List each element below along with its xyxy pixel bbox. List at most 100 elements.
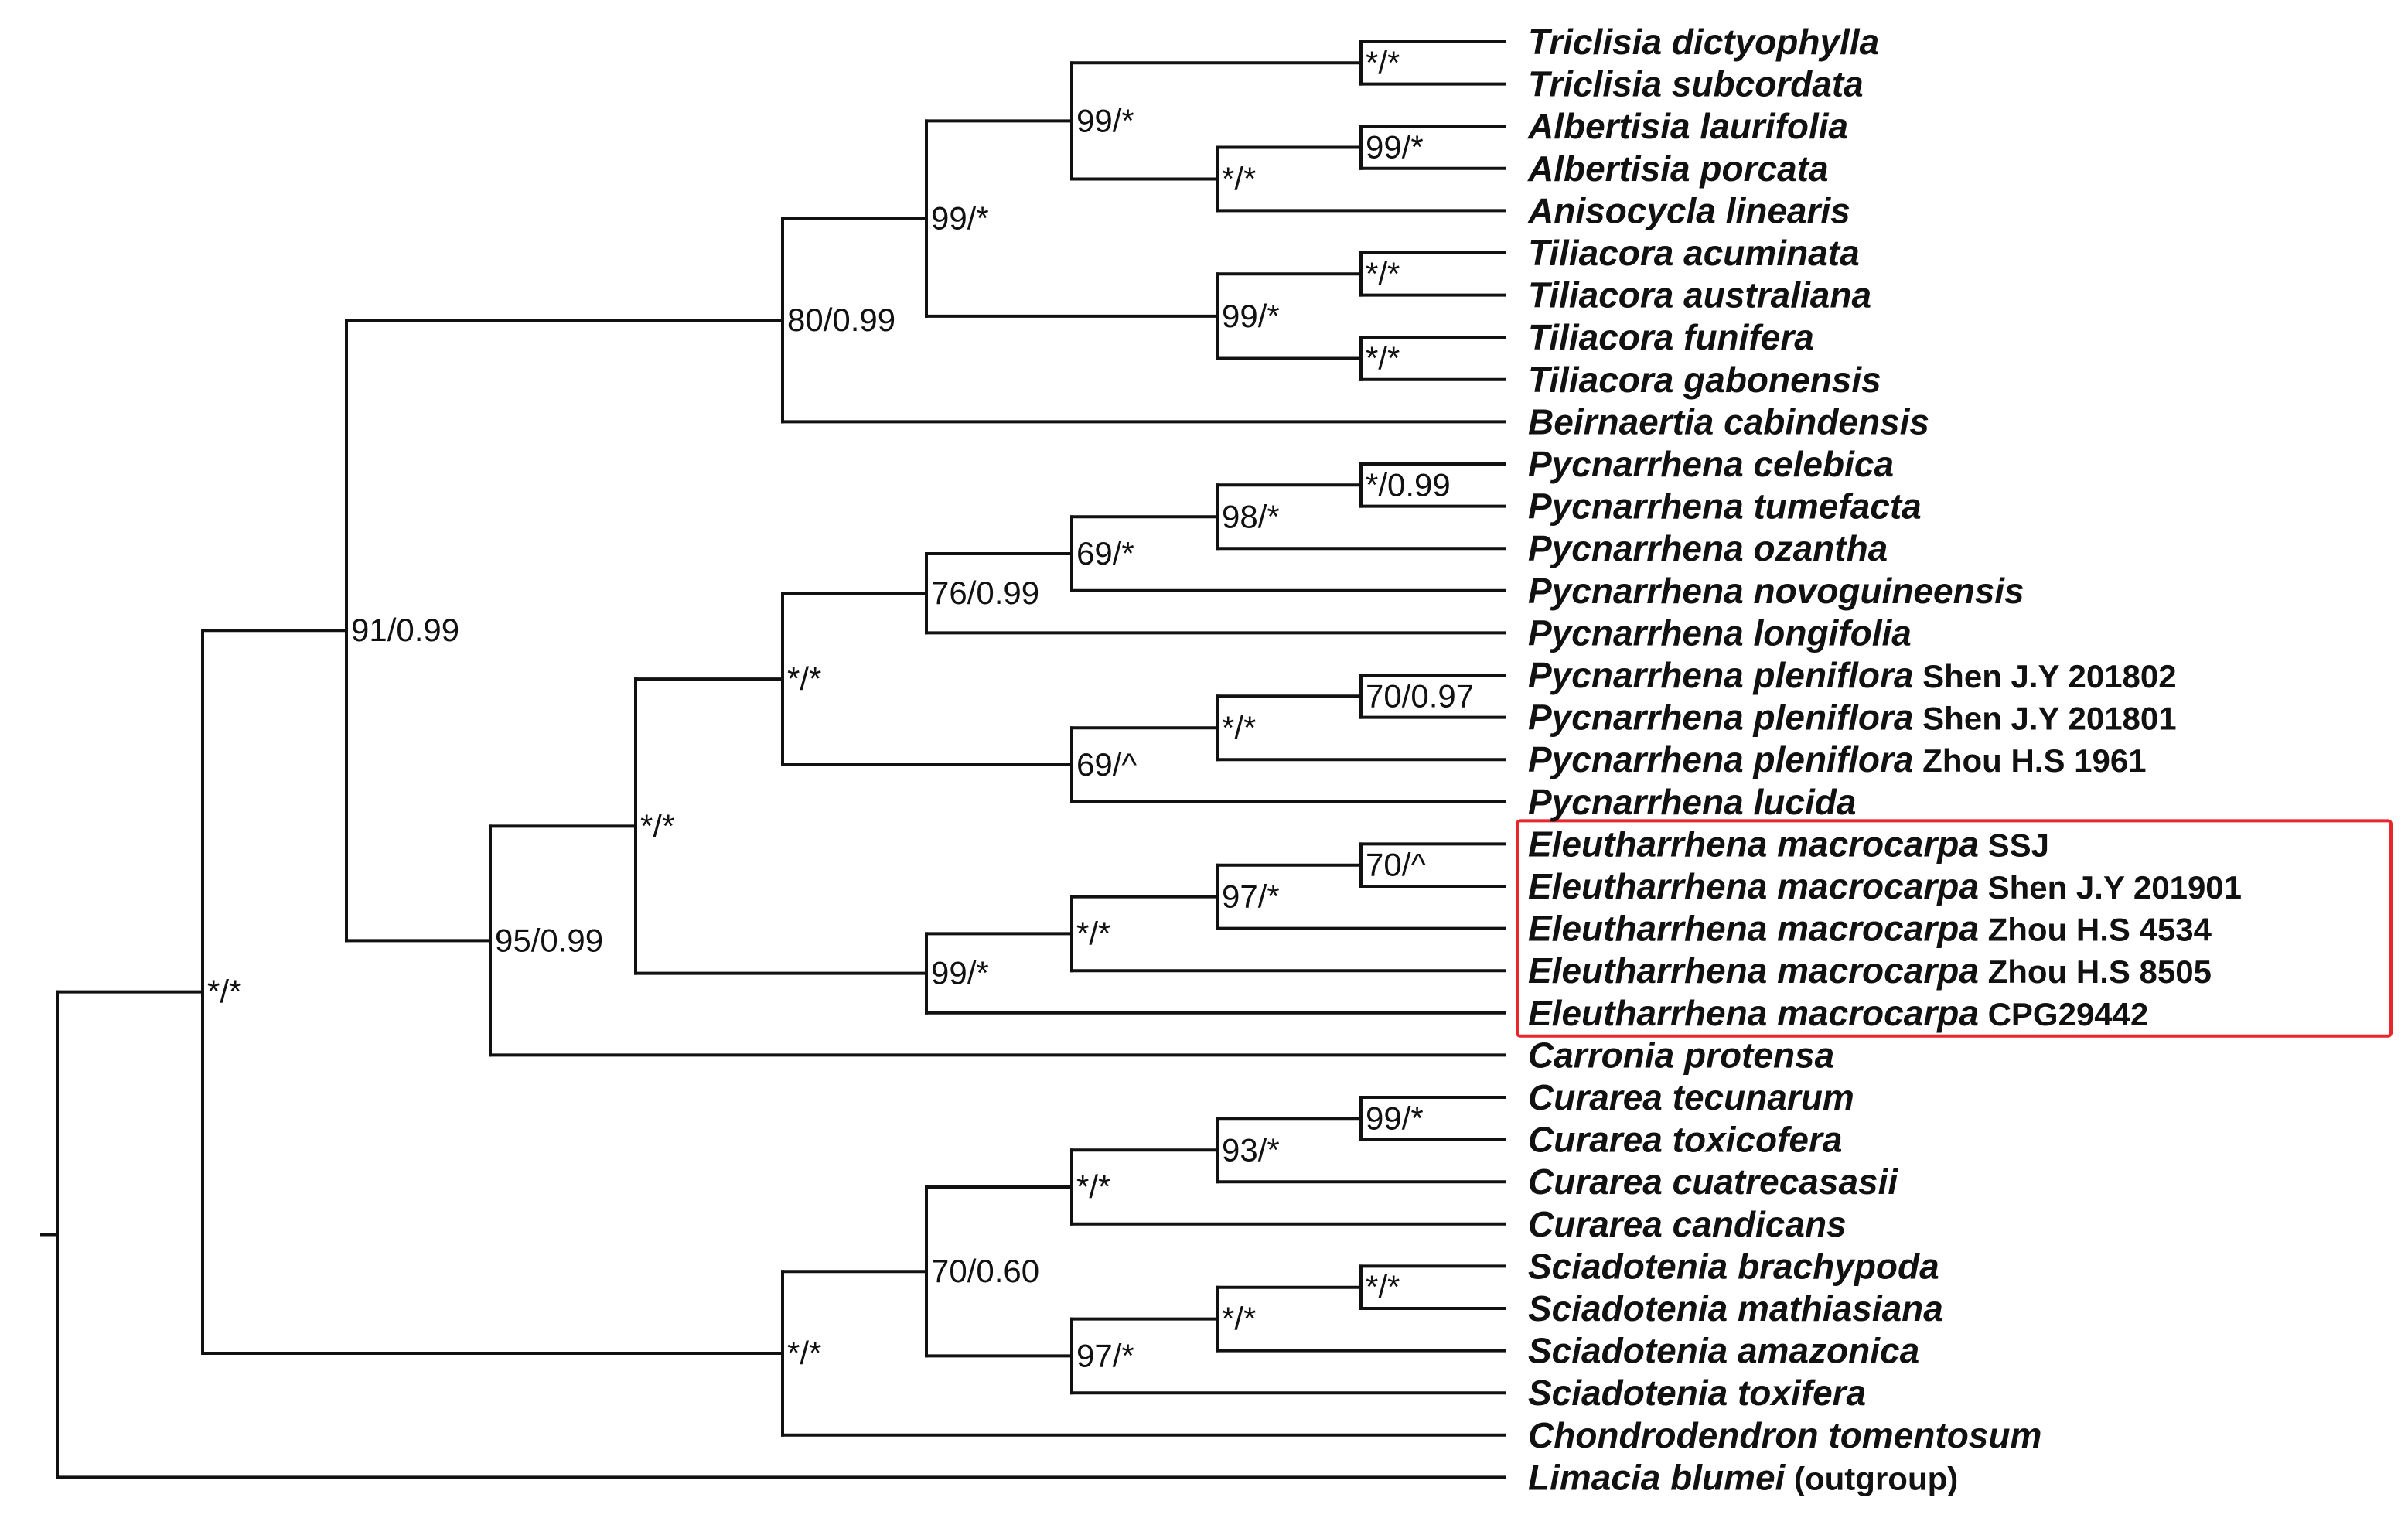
taxon-label: Pycnarrhena tumefacta	[1528, 486, 1922, 527]
taxon-species: Limacia blumei	[1528, 1457, 1786, 1497]
taxon-voucher: Zhou H.S 8505	[1979, 953, 2212, 990]
taxon-species: Pycnarrhena lucida	[1528, 782, 1856, 822]
support-label-n26: 93/*	[1222, 1131, 1280, 1168]
taxon-label: Albertisia porcata	[1527, 148, 1829, 189]
taxon-species: Curarea toxicofera	[1528, 1120, 1843, 1160]
support-label-n31: 70/0.60	[931, 1253, 1039, 1289]
support-label-n19: 97/*	[1222, 878, 1280, 915]
taxon-species: Eleutharrhena macrocarpa	[1528, 824, 1979, 864]
support-label-n32: */*	[787, 1335, 821, 1371]
taxon-species: Pycnarrhena ozantha	[1528, 528, 1888, 568]
taxon-label: Tiliacora gabonensis	[1528, 360, 1881, 400]
taxon-species: Tiliacora australiana	[1528, 275, 1871, 316]
support-label-n10: */0.99	[1366, 466, 1451, 503]
taxon-label: Beirnaertia cabindensis	[1528, 401, 1929, 442]
support-label-n30: 97/*	[1076, 1337, 1134, 1373]
support-label-n17: */*	[787, 660, 821, 697]
taxon-species: Albertisia porcata	[1527, 148, 1829, 189]
taxon-label: Curarea tecunarum	[1528, 1077, 1854, 1117]
taxon-voucher: Zhou H.S 4534	[1979, 912, 2212, 948]
tree-branches	[40, 40, 1506, 1479]
taxon-label: Sciadotenia mathiasiana	[1528, 1288, 1943, 1329]
taxon-label: Sciadotenia toxifera	[1528, 1373, 1866, 1413]
taxon-voucher: Shen J.Y 201901	[1979, 869, 2242, 906]
support-label-n8: 99/*	[931, 200, 989, 237]
support-label-n15: */*	[1222, 709, 1256, 745]
taxon-label: Tiliacora acuminata	[1528, 233, 1860, 273]
taxon-label: Tiliacora funifera	[1528, 317, 1814, 357]
taxon-label: Sciadotenia amazonica	[1528, 1331, 1919, 1371]
taxon-species: Tiliacora funifera	[1528, 317, 1814, 357]
taxon-species: Pycnarrhena pleniflora	[1528, 655, 1914, 695]
taxon-label: Sciadotenia brachypoda	[1528, 1246, 1939, 1286]
support-labels: */* 99/* */* 99/* */* */* 99/* 99/* 80/0.99 */0.9…	[207, 44, 1474, 1373]
taxon-species: Pycnarrhena novoguineensis	[1528, 571, 2024, 611]
taxon-species: Carronia protensa	[1528, 1035, 1834, 1075]
taxon-species: Albertisia laurifolia	[1527, 106, 1848, 146]
taxon-species: Tiliacora acuminata	[1528, 233, 1860, 273]
taxon-label: Pycnarrhena ozantha	[1528, 528, 1888, 568]
taxon-species: Pycnarrhena pleniflora	[1528, 698, 1914, 738]
taxon-species: Tiliacora gabonensis	[1528, 360, 1881, 400]
support-label-n9: 80/0.99	[787, 302, 895, 338]
support-label-n29: */*	[1222, 1301, 1256, 1337]
taxon-label: Carronia protensa	[1528, 1035, 1834, 1075]
taxon-label: Eleutharrhena macrocarpa Shen J.Y 201901	[1528, 866, 2242, 906]
support-label-n13: 76/0.99	[931, 575, 1039, 611]
taxon-species: Sciadotenia toxifera	[1528, 1373, 1866, 1413]
support-label-n12: 69/*	[1076, 535, 1134, 571]
taxon-species: Curarea cuatrecasasii	[1528, 1162, 1898, 1202]
support-label-n28: */*	[1366, 1269, 1400, 1305]
taxon-label: Eleutharrhena macrocarpa Zhou H.S 8505	[1528, 950, 2212, 991]
taxon-voucher: Shen J.Y 201801	[1914, 701, 2177, 737]
taxon-species: Pycnarrhena longifolia	[1528, 612, 1912, 653]
support-label-n4: 99/*	[1076, 102, 1134, 138]
taxon-species: Triclisia subcordata	[1528, 64, 1864, 104]
highlight-layer	[1516, 819, 2393, 1038]
taxon-label: Tiliacora australiana	[1528, 275, 1871, 316]
taxon-label: Triclisia dictyophylla	[1528, 22, 1879, 62]
taxon-species: Anisocycla linearis	[1527, 190, 1850, 230]
taxon-voucher: Zhou H.S 1961	[1914, 742, 2147, 779]
taxon-species: Eleutharrhena macrocarpa	[1528, 993, 1979, 1033]
support-label-n3: */*	[1222, 160, 1256, 196]
support-label-n20: */*	[1076, 915, 1110, 951]
taxon-voucher: Shen J.Y 201802	[1914, 658, 2177, 694]
taxon-species: Sciadotenia amazonica	[1528, 1331, 1919, 1371]
taxon-species: Pycnarrhena celebica	[1528, 444, 1894, 484]
taxon-voucher: CPG29442	[1979, 996, 2148, 1032]
taxon-species: Pycnarrhena tumefacta	[1528, 486, 1922, 527]
taxon-label: Pycnarrhena pleniflora Shen J.Y 201801	[1528, 698, 2177, 738]
taxon-species: Eleutharrhena macrocarpa	[1528, 909, 1979, 949]
support-label-n5: */*	[1366, 255, 1400, 292]
support-label-n27: */*	[1076, 1168, 1110, 1205]
taxon-label: Anisocycla linearis	[1527, 190, 1850, 230]
taxon-label: Limacia blumei (outgroup)	[1528, 1457, 1958, 1497]
taxon-voucher: (outgroup)	[1785, 1460, 1958, 1496]
taxon-species: Chondrodendron tomentosum	[1528, 1415, 2041, 1455]
taxon-label: Curarea cuatrecasasii	[1528, 1162, 1898, 1202]
taxon-label: Eleutharrhena macrocarpa CPG29442	[1528, 993, 2148, 1033]
support-label-n33: */*	[207, 974, 241, 1010]
taxon-label: Albertisia laurifolia	[1527, 106, 1848, 146]
support-label-n24: 91/0.99	[351, 612, 459, 648]
taxon-species: Eleutharrhena macrocarpa	[1528, 866, 1979, 906]
support-label-n1: */*	[1366, 44, 1400, 80]
support-label-n23: 95/0.99	[495, 922, 603, 958]
support-label-n21: 99/*	[931, 955, 989, 991]
taxon-species: Eleutharrhena macrocarpa	[1528, 950, 1979, 991]
taxon-species: Sciadotenia brachypoda	[1528, 1246, 1939, 1286]
taxon-label: Chondrodendron tomentosum	[1528, 1415, 2041, 1455]
taxon-label: Pycnarrhena pleniflora Shen J.Y 201802	[1528, 655, 2177, 695]
support-label-n16: 69/^	[1076, 746, 1137, 783]
support-label-n6: */*	[1366, 340, 1400, 377]
support-label-n18: 70/^	[1366, 847, 1426, 883]
taxon-label: Eleutharrhena macrocarpa SSJ	[1528, 824, 2049, 864]
taxon-label: Pycnarrhena longifolia	[1528, 612, 1912, 653]
highlight-box	[1516, 819, 2393, 1038]
taxon-label: Pycnarrhena novoguineensis	[1528, 571, 2024, 611]
support-label-n7: 99/*	[1222, 298, 1280, 334]
support-label-n22: */*	[640, 807, 674, 844]
